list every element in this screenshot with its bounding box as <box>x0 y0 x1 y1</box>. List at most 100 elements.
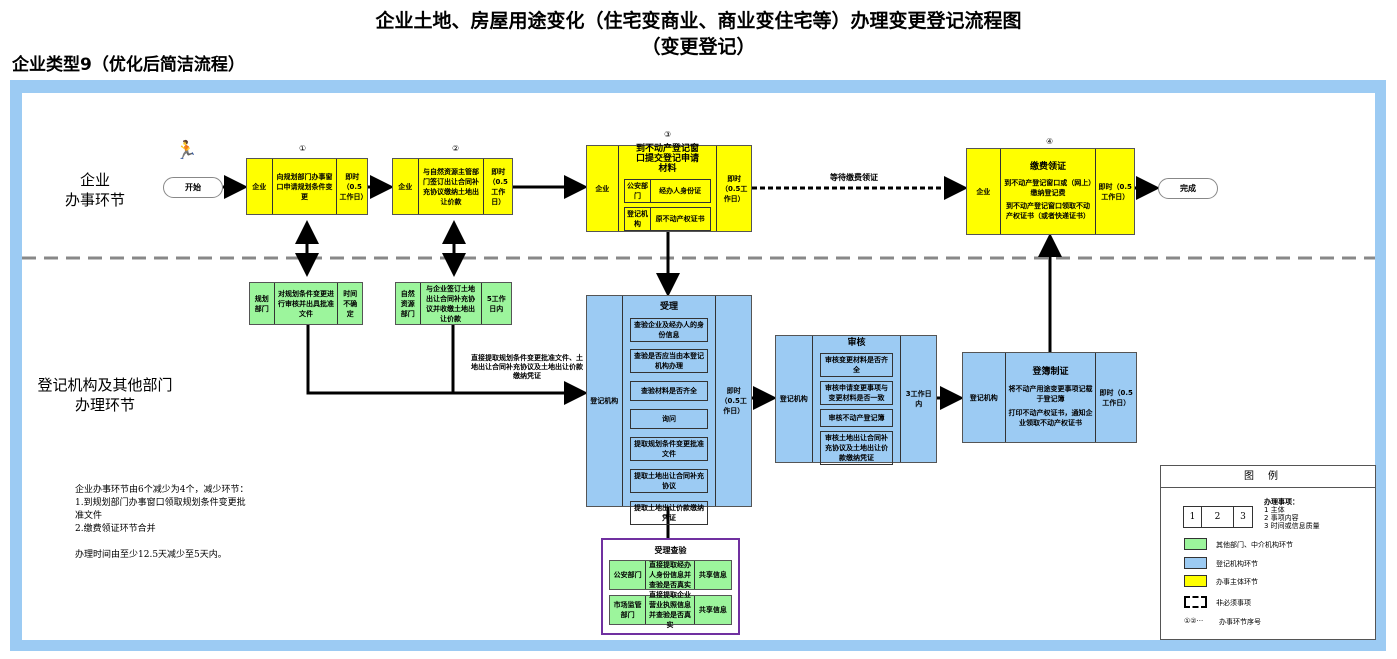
step-number: ③ <box>664 130 672 139</box>
legend-swatch-other <box>1184 538 1207 550</box>
lane-label-registry: 登记机构及其他部门办理环节 <box>35 375 175 415</box>
legend-desc-title: 办理事项： <box>1264 498 1299 506</box>
step-1-box: 企业向规划部门办事窗口申请规划条件变更即时（0.5工作日） <box>246 158 368 215</box>
lane-line: 企业 <box>79 171 110 189</box>
check-item: 询问 <box>629 409 709 429</box>
check-item: 查验企业及经办人的身份信息 <box>629 318 709 342</box>
legend-swatch-registry <box>1184 557 1207 569</box>
content-line: 将不动产用途变更事项记载于登记簿 <box>1008 385 1093 403</box>
dept: 登记机构 <box>625 208 651 230</box>
content: 直接提取企业营业执照信息并查验是否真实 <box>646 591 695 629</box>
title-line-2: （变更登记） <box>641 36 756 58</box>
review-item: 审核变更材料是否齐全 <box>819 353 894 377</box>
actor-cell: 登记机构 <box>587 296 623 506</box>
check-row: 公安部门直接提取经办人身份信息并查验是否真实共享信息 <box>609 560 732 590</box>
material: 经办人身份证 <box>659 187 702 195</box>
content-cell: 受理 查验企业及经办人的身份信息 查验是否应当由本登记机构办理 查验材料是否齐全… <box>623 296 717 525</box>
step-2-box: 企业与自然资源主管部门签订出让合同补充协议缴纳土地出让价款即时（0.5工作日） <box>392 158 513 215</box>
planning-dept-box: 规划部门对规划条件变更进行审核并出具批准文件时间不确定 <box>249 282 363 325</box>
method: 共享信息 <box>698 606 727 614</box>
material-row: 登记机构原不动产权证书 <box>624 207 711 231</box>
content-title: 缴费领证 <box>1030 162 1067 172</box>
review-box: 登记机构 审核 审核变更材料是否齐全 审核申请变更事项与变更材料是否一致 审核不… <box>775 335 937 465</box>
page-title: 企业土地、房屋用途变化（住宅变商业、商业变住宅等）办理变更登记流程图 （变更登记） <box>0 8 1397 60</box>
legend-cell: 3 <box>1240 512 1246 522</box>
actor-cell: 企业 <box>247 159 273 214</box>
step-number: ① <box>299 144 307 153</box>
actor-cell: 登记机构 <box>963 353 1006 442</box>
check-title: 受理查验 <box>654 546 687 555</box>
time-cell: 即时（0.5工作日） <box>1099 388 1133 407</box>
dept: 市场监管部门 <box>610 596 647 624</box>
legend-label: 其他部门、中介机构环节 <box>1216 541 1293 549</box>
register-box: 登记机构 登簿制证将不动产用途变更事项记载于登记簿打印不动产权证书，通知企业领取… <box>962 352 1137 443</box>
legend-label: 登记机构环节 <box>1216 560 1258 568</box>
legend-swatch-dashed <box>1184 596 1207 608</box>
acceptance-check-box: 受理查验 公安部门直接提取经办人身份信息并查验是否真实共享信息 市场监管部门直接… <box>601 538 740 635</box>
step-4-box: 企业 缴费领证到不动产登记窗口或（网上）缴纳登记费到不动产登记窗口领取不动产权证… <box>966 148 1135 235</box>
content-title: 审核 <box>847 338 866 348</box>
time-cell: 即时（0.5工作日） <box>488 167 508 206</box>
check-item: 提取规划条件变更批准文件 <box>629 437 709 461</box>
content-title: 受理 <box>659 302 678 312</box>
content-cell: 向规划部门办事窗口申请规划条件变更 <box>273 159 338 214</box>
runner-icon: 🏃 <box>175 140 198 161</box>
content-cell: 与自然资源主管部门签订出让合同补充协议缴纳土地出让价款 <box>419 159 485 214</box>
time-cell: 即时（0.5工作日） <box>339 172 368 201</box>
acceptance-box: 登记机构 受理 查验企业及经办人的身份信息 查验是否应当由本登记机构办理 查验材… <box>586 295 752 525</box>
time-cell: 时间不确定 <box>343 289 358 318</box>
content-line: 打印不动产权证书，通知企业领取不动产权证书 <box>1008 409 1093 427</box>
content-cell: 到不动产登记窗口提交登记申请材料 公安部门经办人身份证 登记机构原不动产权证书 <box>619 144 718 231</box>
optimization-notes: 企业办事环节由6个减少为4个，减少环节： 1.到规划部门办事窗口领取规划条件变更… <box>75 485 249 560</box>
check-item: 提取土地出让价款缴纳凭证 <box>629 501 709 525</box>
content-cell: 对规划条件变更进行审核并出具批准文件 <box>275 283 339 324</box>
legend-desc-line: 3 时间或信息质量 <box>1264 522 1320 530</box>
step-3-box: 企业 到不动产登记窗口提交登记申请材料 公安部门经办人身份证 登记机构原不动产权… <box>586 144 752 232</box>
legend-desc-line: 1 主体 <box>1264 506 1285 514</box>
material-row: 公安部门经办人身份证 <box>624 179 711 203</box>
legend-seq-glyph: ①②··· <box>1184 617 1204 625</box>
step-number: ② <box>452 144 460 153</box>
legend-cell: 1 <box>1184 507 1202 527</box>
review-item: 审核申请变更事项与变更材料是否一致 <box>819 381 894 405</box>
subtitle: 企业类型9（优化后简洁流程） <box>12 55 245 75</box>
wait-label: 等待缴费领证 <box>830 173 878 182</box>
title-line-1: 企业土地、房屋用途变化（住宅变商业、商业变住宅等）办理变更登记流程图 <box>375 10 1022 32</box>
direct-extract-label: 直接提取规划条件变更批准文件、土地出让合同补充协议及土地出让价款缴纳凭证 <box>471 354 583 380</box>
content-line: 到不动产登记窗口或（网上）缴纳登记费 <box>1004 179 1092 197</box>
content-cell: 登簿制证将不动产用途变更事项记载于登记簿打印不动产权证书，通知企业领取不动产权证… <box>1006 353 1097 442</box>
time-cell: 3工作日内 <box>905 390 932 408</box>
dept: 公安部门 <box>625 180 651 202</box>
material: 原不动产权证书 <box>655 215 705 223</box>
actor-cell: 企业 <box>587 146 619 231</box>
legend-label: 办事环节序号 <box>1219 618 1261 626</box>
legend-desc-line: 2 事项内容 <box>1264 514 1299 522</box>
check-item: 查验材料是否齐全 <box>629 381 709 401</box>
check-item: 提取土地出让合同补充协议 <box>629 469 709 493</box>
legend-label: 办事主体环节 <box>1216 578 1258 586</box>
check-row: 市场监管部门直接提取企业营业执照信息并查验是否真实共享信息 <box>609 591 732 629</box>
dept: 公安部门 <box>610 561 647 589</box>
actor-cell: 企业 <box>393 159 419 214</box>
content-cell: 与企业签订土地出让合同补充协议并收缴土地出让价款 <box>421 283 482 324</box>
time-cell: 即时（0.5工作日） <box>720 174 748 203</box>
content-title: 到不动产登记窗口提交登记申请材料 <box>636 144 700 174</box>
start-node: 开始 <box>163 177 223 198</box>
review-item: 审核土地出让合同补充协议及土地出让价款缴纳凭证 <box>819 431 894 465</box>
time-cell: 5工作日内 <box>486 294 506 313</box>
legend-title: 图例 <box>1161 466 1375 488</box>
content-title: 登簿制证 <box>1032 367 1069 377</box>
lane-line: 登记机构及其他部门 <box>37 376 173 394</box>
method: 共享信息 <box>698 571 727 579</box>
lane-line: 办事环节 <box>64 191 125 209</box>
content-line: 到不动产登记窗口领取不动产权证书（或者快递证书） <box>1006 202 1091 220</box>
review-item: 审核不动产登记簿 <box>819 409 894 427</box>
step-number: ④ <box>1046 137 1054 146</box>
check-item: 查验是否应当由本登记机构办理 <box>629 349 709 373</box>
time-cell: 即时（0.5工作日） <box>1098 182 1132 201</box>
